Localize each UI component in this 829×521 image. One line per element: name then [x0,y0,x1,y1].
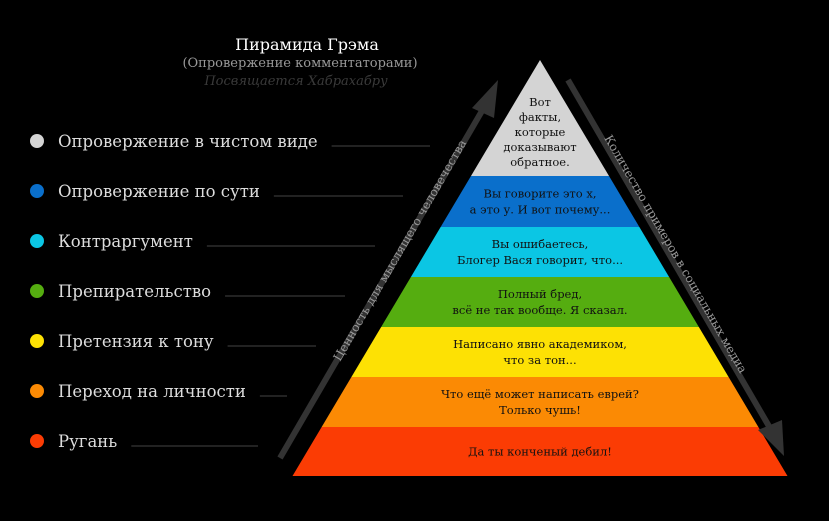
right-arrow-shaft [565,78,773,430]
pyramid-example-text: Написано явно академиком, [453,337,627,351]
legend-item: Переход на личности [30,382,287,401]
pyramid-band [321,377,759,427]
pyramid-level-6: Что ещё может написать еврей? Только чушь… [321,377,759,427]
legend-item: Препирательство [30,282,345,301]
legend-label: Переход на личности [58,382,246,401]
legend-label: Опровержение в чистом виде [58,132,318,151]
legend-item: Опровержение в чистом виде [30,132,430,151]
legend-label: Препирательство [58,282,211,301]
pyramid-band [410,227,670,277]
pyramid-level-3: Вы ошибаетесь, Блогер Вася говорит, что..… [410,227,670,277]
legend-dot-icon [30,384,44,398]
pyramid-band [351,327,729,377]
pyramid-example-text: Да ты конченый дебил! [468,445,612,459]
legend-item: Ругань [30,432,258,451]
legend-dot-icon [30,184,44,198]
pyramid-example-text: обратное. [510,155,569,169]
pyramid-band [292,427,788,476]
subtitle: (Опровержение комментаторами) [182,56,417,71]
pyramid-example-text: Вот [529,95,551,109]
pyramid-example-text: Блогер Вася говорит, что... [457,253,623,267]
pyramid-level-4: Полный бред, всё не так вообще. Я сказал. [381,277,699,327]
pyramid-example-text: Только чушь! [499,403,581,417]
legend-dot-icon [30,284,44,298]
legend-item: Контраргумент [30,232,375,251]
legend-dot-icon [30,234,44,248]
title: Пирамида Грэма [235,35,379,54]
pyramid-example-text: которые [515,125,566,139]
pyramid-example-text: Полный бред, [498,287,582,301]
pyramid-band [381,277,699,327]
pyramid-level-5: Написано явно академиком, что за тон... [351,327,729,377]
right-arrow-head-icon [758,420,784,456]
pyramid-example-text: что за тон... [503,353,576,367]
pyramid-level-7: Да ты конченый дебил! [292,427,788,476]
pyramid-example-text: а это у. И вот почему... [470,203,611,217]
pyramid-level-2: Вы говорите это х, а это у. И вот почему.… [440,176,640,227]
pyramid-example-text: факты, [519,110,561,124]
legend-label: Опровержение по сути [58,182,260,201]
legend-dot-icon [30,334,44,348]
legend-item: Опровержение по сути [30,182,403,201]
legend-dot-icon [30,434,44,448]
legend-dot-icon [30,134,44,148]
legend-label: Претензия к тону [58,332,214,351]
legend-label: Контраргумент [58,232,193,251]
pyramid-band [470,60,610,176]
pyramid-example-text: Вы говорите это х, [484,187,597,201]
pyramid-example-text: всё не так вообще. Я сказал. [452,303,627,317]
left-arrow-head-icon [472,80,498,118]
left-arrow-shaft [277,102,489,460]
pyramid-example-text: доказывают [503,140,576,154]
legend-item: Претензия к тону [30,332,316,351]
pyramid-band [440,176,640,227]
dedication: Посвящается Хабрахабру [203,74,388,89]
pyramid-example-text: Что ещё может написать еврей? [441,387,639,401]
legend-label: Ругань [58,432,117,451]
pyramid-example-text: Вы ошибаетесь, [492,237,589,251]
